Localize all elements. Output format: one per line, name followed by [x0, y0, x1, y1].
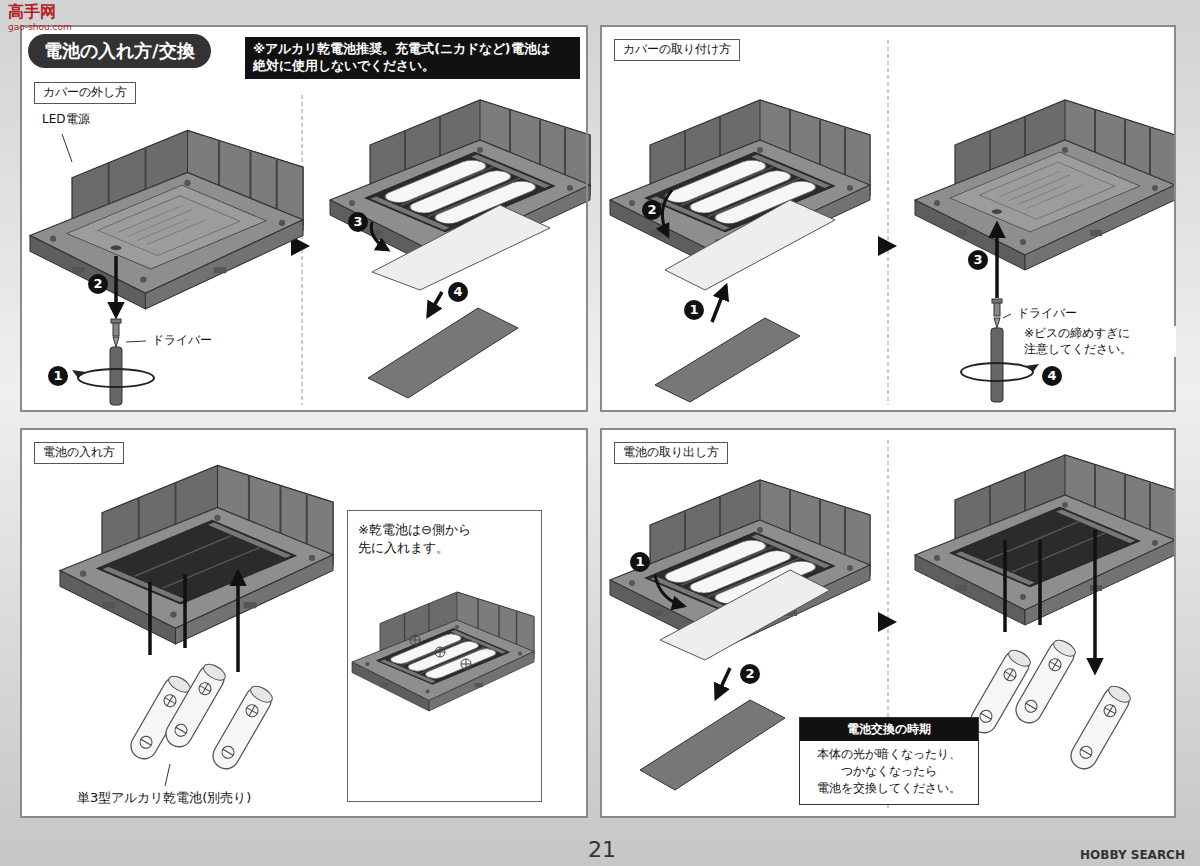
part-name: ドライバー — [150, 333, 214, 349]
page-title: 電池の入れ方/交換 — [28, 34, 211, 68]
watermark: gao-shou.com — [6, 22, 74, 34]
warning-note: ※アルカリ乾電池推奨。充電式(ニカドなど)電池は 絶対に使用しないでください。 — [245, 37, 580, 79]
watermark: HOBBY SEARCH — [1078, 848, 1187, 864]
panel-tab: カバーの取り付け方 — [614, 39, 740, 61]
box-heading: 電池交換の時期 — [800, 718, 978, 741]
info-box: 電池交換の時期本体の光が暗くなったり、 つかなくなったら 電池を交換してください… — [799, 717, 979, 805]
detail-inset: ※乾電池は⊖側から 先に入れます。 — [347, 510, 542, 802]
box-body: 本体の光が暗くなったり、 つかなくなったら 電池を交換してください。 — [800, 741, 978, 801]
part-name: 単3型アルカリ乾電池(別売り) — [75, 790, 253, 807]
panel-tab: カバーの外し方 — [34, 82, 136, 104]
step-panel: 電池の入れ方 ※乾電池は⊖側から 先に入れます。 — [20, 428, 588, 818]
part-name: LED電源 — [40, 112, 92, 128]
panel-tab: 電池の取り出し方 — [614, 442, 728, 464]
callout-number: 2 — [740, 664, 760, 684]
callout-number: 4 — [1042, 366, 1062, 386]
note-text: ※アルカリ乾電池推奨。充電式(ニカドなど)電池は 絶対に使用しないでください。 — [253, 41, 572, 75]
callout-number: 3 — [348, 212, 368, 232]
callout-number: 2 — [88, 274, 108, 294]
step-panel: カバーの外し方 ※アルカリ乾電池推奨。充電式(ニカドなど)電池は 絶対に使用しない… — [20, 25, 588, 412]
panel-tab: 電池の入れ方 — [34, 442, 124, 464]
note-text: ※乾電池は⊖側から 先に入れます。 — [358, 521, 531, 556]
callout-number: 3 — [968, 250, 988, 270]
watermark: 高手网 — [6, 2, 58, 23]
callout-number: 1 — [684, 300, 704, 320]
caution-note: ※ビスの締めすぎに 注意してください。 — [1022, 326, 1176, 357]
step-panel: 電池の取り出し方電池交換の時期本体の光が暗くなったり、 つかなくなったら 電池を… — [600, 428, 1176, 818]
callout-number: 1 — [630, 552, 650, 572]
callout-number: 4 — [448, 282, 468, 302]
callout-number: 2 — [642, 200, 662, 220]
part-name: ドライバー — [1015, 306, 1079, 322]
page-number: 21 — [586, 836, 618, 865]
callout-number: 1 — [48, 366, 68, 386]
